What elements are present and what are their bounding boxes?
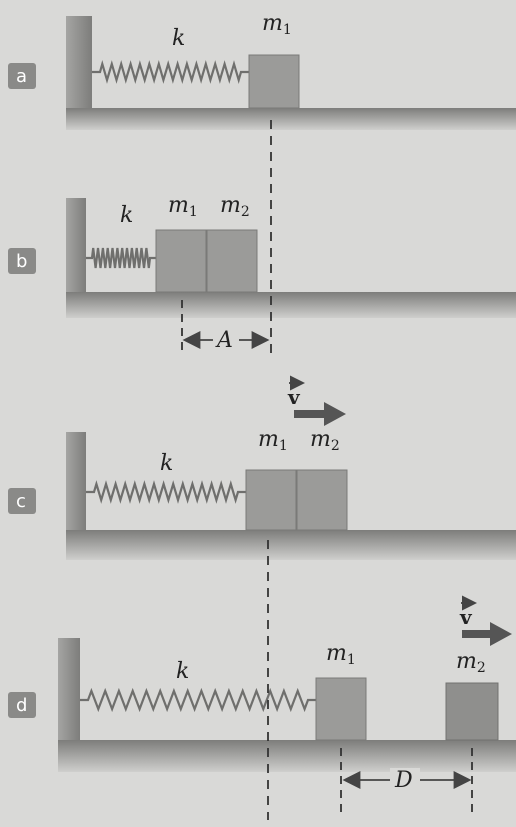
panel-b-k-label: k: [120, 203, 133, 228]
panel-d-block-m1: [315, 677, 367, 741]
panel-a-spring: [92, 60, 249, 84]
panel-b-floor: [66, 292, 516, 318]
panel-b-A-backdrop: [213, 328, 239, 350]
panel-c-m2-label: m2: [310, 427, 340, 454]
panel-c-velocity-arrow: [294, 402, 346, 426]
panel-c-block-m2: [296, 469, 348, 531]
panel-b-wall: [66, 198, 86, 306]
panel-d-wall: [58, 638, 80, 748]
panel-d-m2-label: m2: [456, 649, 486, 676]
panel-a-floor: [66, 108, 516, 130]
panel-d-floor: [58, 740, 516, 772]
panel-c-v-label: v: [287, 385, 301, 409]
panel-b-spring: [86, 247, 156, 269]
panel-a-tag-box: [8, 63, 36, 89]
panel-b-m2-label: m2: [220, 193, 250, 220]
panel-d-m1-label: m1: [326, 641, 356, 668]
panel-a-m1-label: m1: [262, 11, 292, 38]
panel-a: k m1 a: [8, 11, 516, 130]
panel-b: k m1 m2 A b: [8, 193, 516, 356]
panel-c-floor: [66, 530, 516, 560]
panel-d-spring: [80, 687, 316, 713]
panel-a-tag: a: [16, 66, 27, 87]
panel-c-wall: [66, 432, 86, 540]
panel-d-block-m2: [445, 682, 499, 741]
panel-b-A-label: A: [215, 328, 233, 353]
panel-b-block-m2: [206, 229, 258, 293]
panel-d: k m1 m2 v D d: [8, 595, 516, 812]
panel-d-k-label: k: [176, 659, 189, 684]
panel-a-k-label: k: [172, 26, 185, 51]
panel-d-tag-box: [8, 692, 36, 718]
panel-d-D-label: D: [394, 768, 413, 793]
panel-b-m1-label: m1: [168, 193, 198, 220]
panel-d-D-backdrop: [390, 768, 420, 790]
panel-c-k-label: k: [160, 451, 173, 476]
panel-d-velocity-arrow: [462, 622, 512, 646]
panel-b-tag-box: [8, 248, 36, 274]
panel-d-v-label: v: [459, 605, 473, 629]
panel-b-block-m1: [155, 229, 207, 293]
panel-a-wall: [66, 16, 92, 116]
panel-c-spring: [86, 480, 246, 504]
panel-c-block-m1: [245, 469, 297, 531]
panel-a-block-m1: [248, 54, 300, 109]
panel-c: k m1 m2 v c: [8, 375, 516, 560]
panel-b-tag: b: [16, 251, 27, 272]
panel-c-tag: c: [16, 491, 26, 512]
panel-c-m1-label: m1: [258, 427, 288, 454]
panel-c-tag-box: [8, 488, 36, 514]
panel-d-tag: d: [16, 695, 27, 716]
